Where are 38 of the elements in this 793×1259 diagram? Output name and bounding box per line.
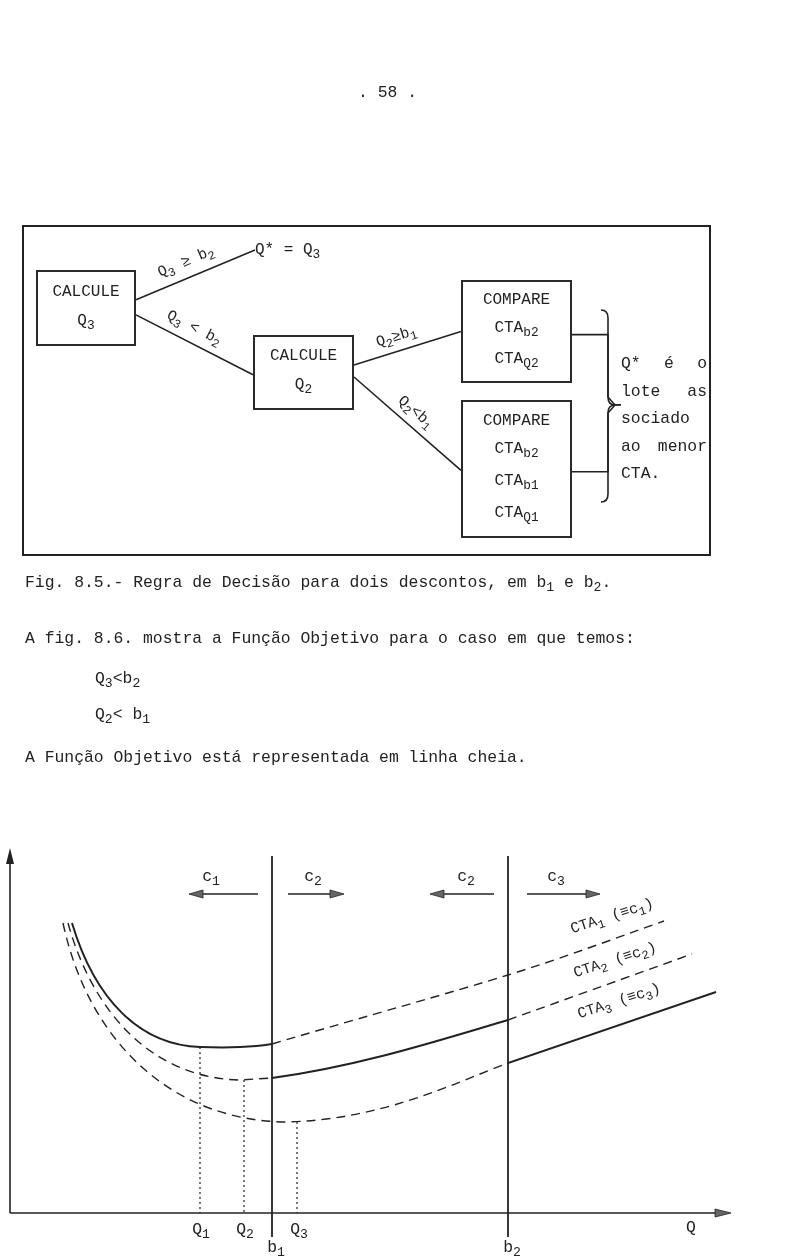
cost-label: c$_{2}$ [304, 866, 322, 892]
body-text: A Função Objetivo está representada em linha cheia. [25, 747, 527, 769]
process-box [461, 280, 572, 383]
connector-line [135, 249, 256, 301]
formula-text: CTA$_{Q1}$ [494, 504, 539, 526]
connector-line [353, 330, 462, 366]
formula-text: Q$_{3}$ [77, 311, 95, 334]
condition-text: Q$_{2}$< b$_{1}$ [95, 704, 151, 730]
formula-text: CTA$_{b1}$ [494, 472, 539, 495]
formula-text: CTA$_{Q2}$ [494, 349, 539, 372]
connector-line [135, 314, 254, 376]
figure-caption: Fig. 8.5.- Regra de Decisão para dois descontos, em b$_{1}$ e b$_{2}$. [25, 572, 612, 598]
result-note: Q* é o lote as sociado ao menor CTA. [621, 350, 707, 488]
axis-tick-label: Q$_{1}$ [192, 1219, 210, 1245]
process-box [36, 270, 136, 346]
breakpoint-label: b$_{1}$ [267, 1237, 285, 1259]
process-heading: CALCULE [269, 347, 338, 366]
formula-text: CTA$_{b2}$ [494, 440, 539, 463]
process-heading: COMPARE [482, 412, 551, 431]
formula-text: Q$_{2}$ [294, 375, 313, 398]
process-heading: CALCULE [52, 282, 120, 301]
condition-text: Q$_{3}$<b$_{2}$ [95, 668, 141, 694]
formula-text: CTA$_{b2}$ [494, 318, 539, 341]
process-box [461, 400, 572, 538]
cost-label: c$_{3}$ [547, 866, 565, 892]
process-heading: COMPARE [482, 291, 551, 310]
process-box [253, 335, 354, 410]
axis-tick-label: Q$_{3}$ [290, 1219, 308, 1245]
body-text: A fig. 8.6. mostra a Função Objetivo para o caso em que temos: [25, 628, 635, 650]
connector-line [571, 404, 622, 473]
connector-line [353, 376, 462, 472]
page-number: . 58 . [358, 82, 418, 104]
cost-label: c$_{2}$ [457, 866, 475, 892]
result-text: Q* = Q$_{3}$ [255, 238, 321, 268]
cost-label: c$_{1}$ [202, 866, 220, 892]
axis-tick-label: Q$_{2}$ [236, 1219, 254, 1245]
breakpoint-label: b$_{2}$ [503, 1237, 521, 1259]
axis-label: Q [686, 1217, 696, 1239]
